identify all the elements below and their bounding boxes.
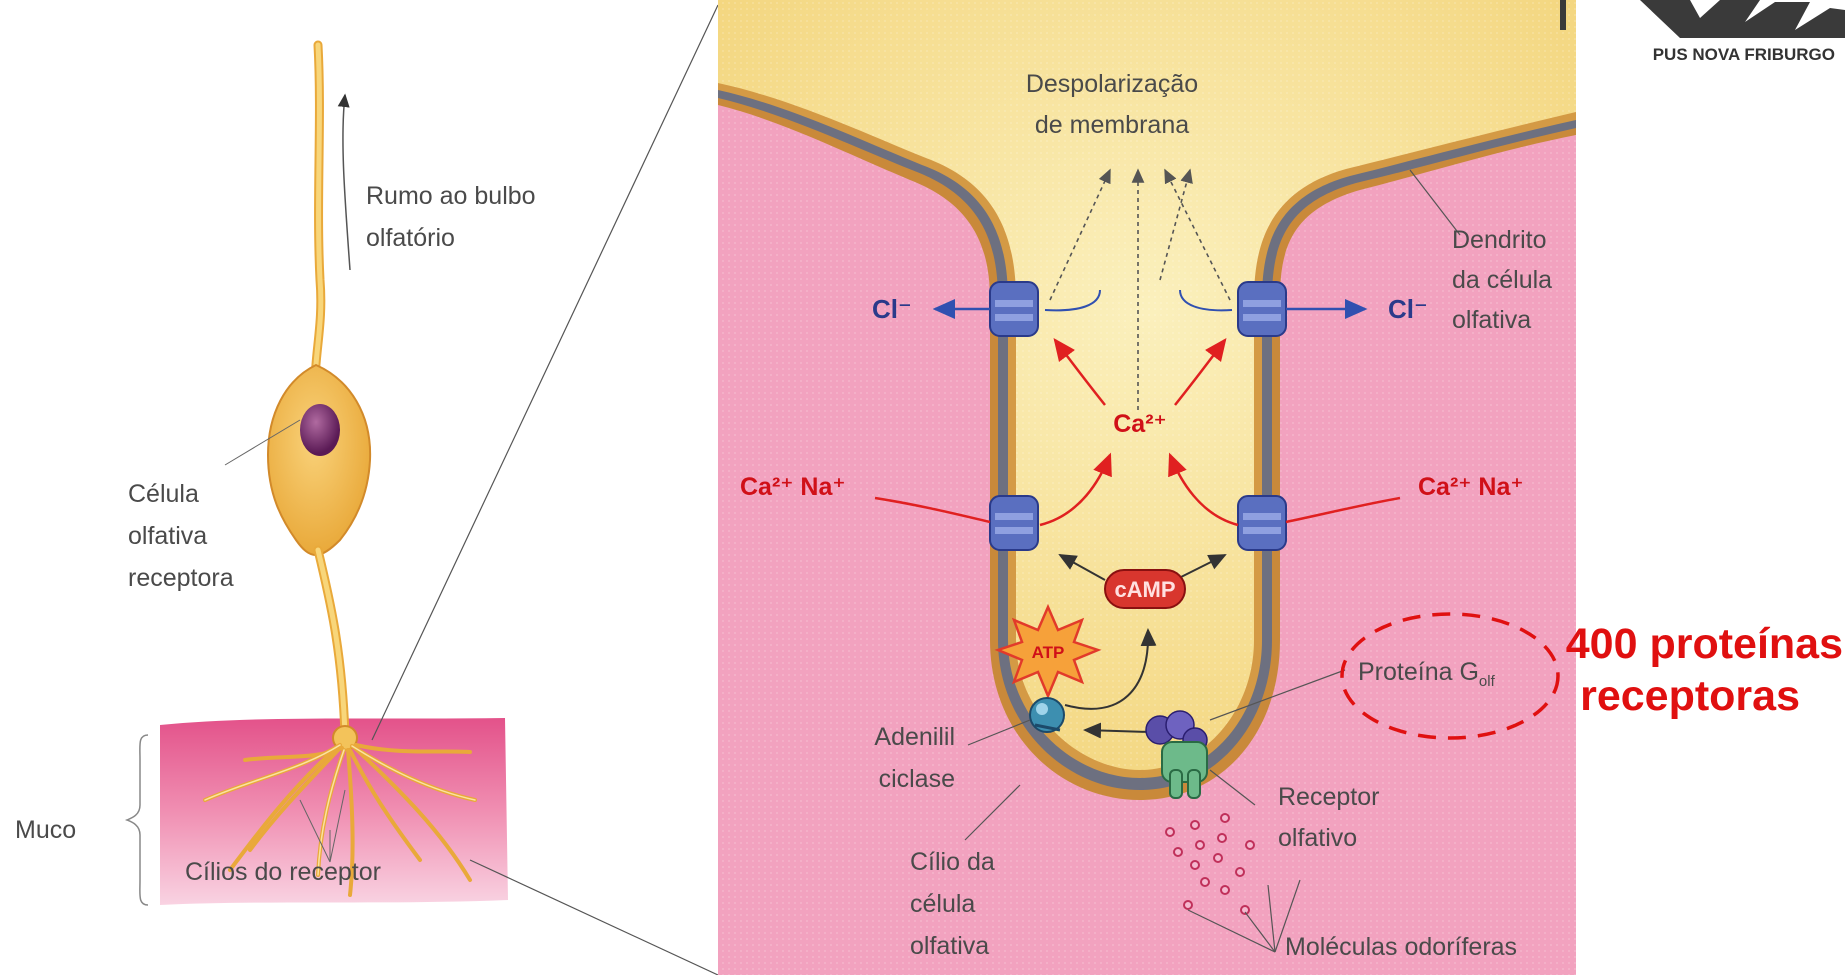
label-cilium-2: célula: [910, 890, 975, 918]
logo-text: PUS NOVA FRIBURGO: [1653, 45, 1835, 64]
label-depolarization-1: Despolarização: [1026, 70, 1198, 98]
camp-label: cAMP: [1114, 577, 1175, 602]
label-receptor-cell-2: olfativa: [128, 522, 207, 550]
cl-channel-right: [1238, 282, 1286, 336]
mucus-brace: [127, 735, 148, 905]
label-cl-left: Cl⁻: [872, 294, 912, 324]
label-receptor-2: olfativo: [1278, 824, 1357, 852]
label-cl-right: Cl⁻: [1388, 294, 1428, 324]
annotation-line-2: receptoras: [1580, 672, 1800, 720]
atp-molecule: ATP: [998, 607, 1098, 696]
label-depolarization-2: de membrana: [1035, 111, 1189, 139]
label-toward-bulb-2: olfatório: [366, 224, 455, 252]
annotation-line-1: 400 proteínas: [1566, 620, 1843, 668]
right-panel: cAMP ATP: [718, 0, 1576, 975]
adenylyl-cyclase: [1030, 698, 1064, 732]
label-g-protein: Proteína Golf: [1358, 658, 1496, 690]
label-receptor-cell-3: receptora: [128, 564, 234, 592]
label-dendrite-3: olfativa: [1452, 306, 1531, 334]
label-ca-na-right: Ca²⁺ Na⁺: [1418, 473, 1524, 501]
label-dendrite-1: Dendrito: [1452, 226, 1547, 254]
label-ca-na-left: Ca²⁺ Na⁺: [740, 473, 846, 501]
label-ca-center: Ca²⁺: [1113, 410, 1166, 438]
label-cilium-3: olfativa: [910, 932, 989, 960]
label-dendrite-2: da célula: [1452, 266, 1552, 294]
label-adenylyl-1: Adenilil: [874, 723, 955, 751]
arrow-to-bulb: [343, 95, 350, 270]
cation-channel-left: [990, 496, 1038, 550]
camp-molecule: cAMP: [1105, 570, 1185, 608]
label-adenylyl-2: ciclase: [879, 765, 955, 793]
label-cilia: Cílios do receptor: [185, 858, 381, 886]
label-receptor-1: Receptor: [1278, 783, 1379, 811]
nucleus: [300, 404, 340, 456]
label-toward-bulb-1: Rumo ao bulbo: [366, 182, 536, 210]
zoom-line-top: [372, 5, 718, 740]
cl-channel-left: [990, 282, 1038, 336]
label-receptor-cell-1: Célula: [128, 480, 199, 508]
label-odorants: Moléculas odoríferas: [1285, 933, 1517, 961]
zoom-line-bottom: [470, 860, 718, 975]
label-mucus: Muco: [15, 816, 76, 844]
atp-label: ATP: [1032, 643, 1065, 662]
cation-channel-right: [1238, 496, 1286, 550]
cell-body: [268, 365, 370, 555]
label-cilium-1: Cílio da: [910, 848, 995, 876]
left-panel: Rumo ao bulbo olfatório Célula olfativa …: [15, 5, 718, 975]
logo: PUS NOVA FRIBURGO: [1560, 0, 1845, 68]
